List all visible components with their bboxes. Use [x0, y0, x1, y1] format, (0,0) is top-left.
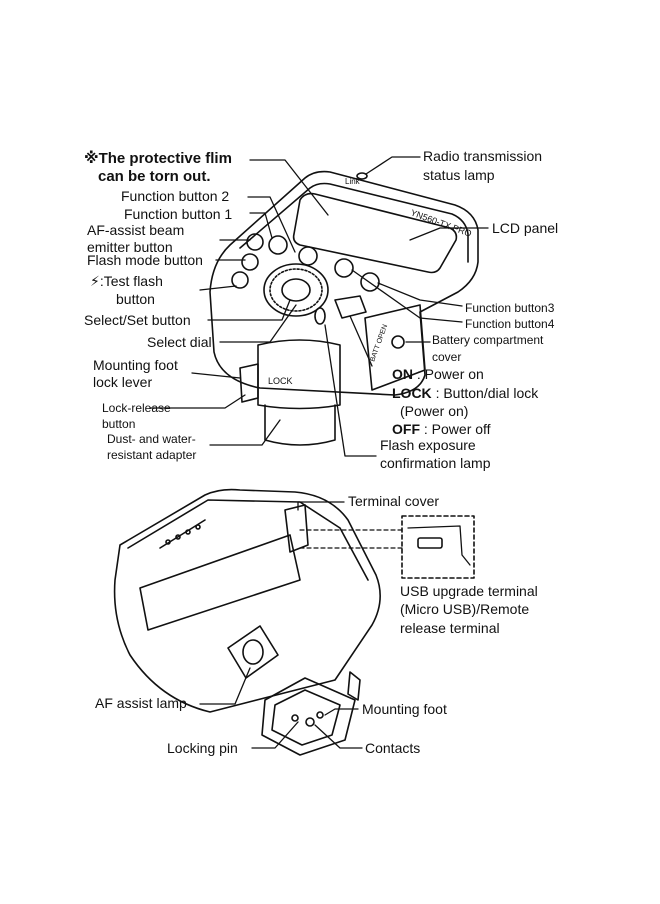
battery-cover-shape: [364, 304, 426, 391]
top-foot-base: [264, 404, 336, 446]
label-flash-mode-button: Flash mode button: [87, 252, 203, 268]
mounting-foot-shape: [261, 677, 356, 756]
side-lever: [347, 671, 361, 701]
flash-mode-button-shape: [241, 253, 259, 271]
select-dial-shape: [263, 263, 329, 317]
label-adapter-2: resistant adapter: [107, 448, 197, 462]
label-battery-2: cover: [432, 350, 462, 364]
label-function-button-2: Function button 2: [121, 188, 230, 204]
label-function-button-3: Function button3: [465, 301, 555, 315]
label-adapter-1: Dust- and water-: [107, 432, 196, 446]
link-tag-text: Link: [345, 177, 361, 186]
lock-tag-text: LOCK: [268, 376, 293, 386]
af-button-shape: [246, 233, 264, 251]
label-battery-1: Battery compartment: [432, 333, 544, 347]
bottom-device: [113, 488, 381, 756]
label-af-assist-2: emitter button: [87, 239, 173, 255]
label-usb-3: release terminal: [400, 620, 500, 636]
fn2-button-shape: [298, 246, 318, 266]
label-usb-2: (Micro USB)/Remote: [400, 601, 530, 617]
label-test-flash-2: button: [116, 291, 155, 307]
label-mounting-foot: Mounting foot: [362, 701, 447, 717]
label-contacts: Contacts: [365, 740, 421, 756]
fn3-button-shape: [334, 258, 354, 278]
label-af-assist-1: AF-assist beam: [87, 222, 185, 238]
fn4-button-shape: [360, 272, 380, 292]
label-power-lock: LOCK : Button/dial lock: [392, 385, 539, 401]
lightning-bolt-icon: ⚡︎: [90, 273, 100, 289]
label-lcd-panel: LCD panel: [492, 220, 559, 236]
label-fe-lamp-2: confirmation lamp: [380, 455, 491, 471]
select-dial-ring: [269, 268, 323, 312]
lcd-screen: [292, 192, 458, 274]
batt-tag-text: BATT OPEN: [369, 324, 389, 363]
bottom-window: [139, 534, 301, 631]
label-locking-pin: Locking pin: [167, 740, 238, 756]
test-button-shape: [231, 271, 249, 289]
label-function-button-1: Function button 1: [124, 206, 233, 222]
fe-lamp-shape: [314, 307, 326, 325]
label-fe-lamp-1: Flash exposure: [380, 437, 476, 453]
label-power-off: OFF : Power off: [392, 421, 491, 437]
bottom-body-outline: [113, 488, 381, 713]
label-af-assist-lamp: AF assist lamp: [95, 695, 187, 711]
label-radio-lamp-2: status lamp: [423, 167, 495, 183]
top-foot-adapter: [257, 339, 341, 410]
terminal-cover-shape: [284, 504, 309, 553]
label-power-on: ON : Power on: [392, 366, 484, 382]
label-function-button-4: Function button4: [465, 317, 555, 331]
label-lock-release-2: button: [102, 417, 136, 431]
label-terminal-cover: Terminal cover: [348, 493, 440, 509]
label-select-set-button: Select/Set button: [84, 312, 191, 328]
label-test-flash-1: ⚡︎:Test flash: [90, 273, 163, 289]
battery-cover-dots: [391, 335, 405, 349]
label-mounting-lever-1: Mounting foot: [93, 357, 178, 373]
label-mounting-lever-2: lock lever: [93, 374, 153, 390]
label-select-dial: Select dial: [147, 334, 212, 350]
label-usb-1: USB upgrade terminal: [400, 583, 538, 599]
af-lamp-shape: [227, 625, 279, 679]
bottom-leader-lines: [199, 501, 363, 749]
fn1-button-shape: [268, 235, 288, 255]
protective-film-note-2: can be torn out.: [98, 168, 211, 185]
usb-port-shape: [417, 537, 443, 549]
protective-film-note-1: ※The protective flim: [84, 150, 232, 167]
usb-zoom-box: [401, 515, 475, 579]
set-button-shape: [281, 278, 311, 302]
label-lock-release-1: Lock-release: [102, 401, 171, 415]
label-power-lock-2: (Power on): [400, 403, 469, 419]
power-switch-shape: [334, 295, 367, 319]
top-leader-lines: [149, 156, 489, 457]
label-radio-lamp-1: Radio transmission: [423, 148, 543, 164]
radio-lamp-shape: [356, 172, 368, 180]
bottom-body-inner: [127, 499, 369, 581]
